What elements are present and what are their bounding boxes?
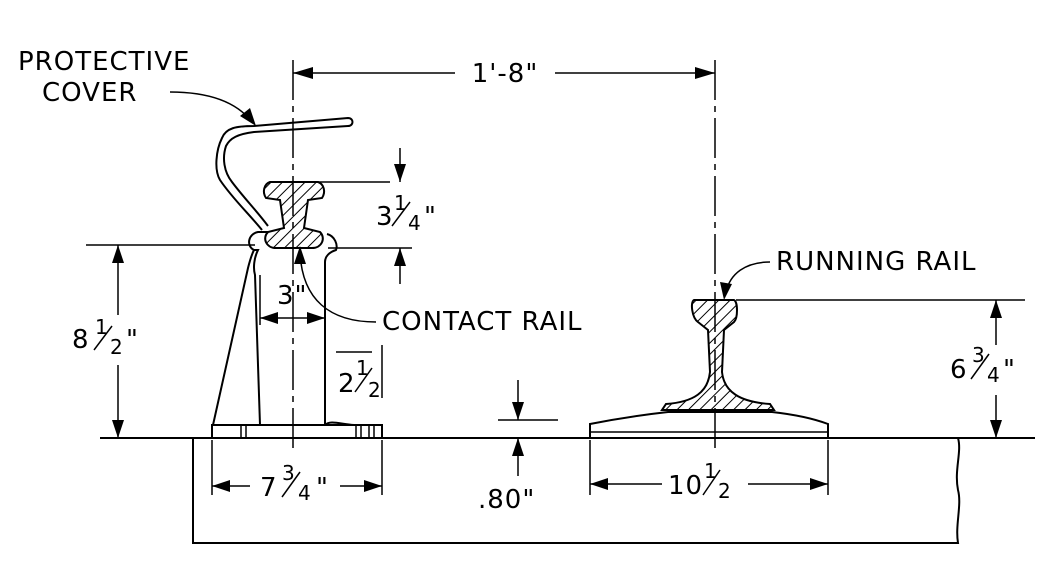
contact-rail-height-den: 4 bbox=[408, 211, 421, 235]
protective-cover-callout: PROTECTIVE COVER bbox=[18, 47, 256, 126]
running-rail-assembly bbox=[589, 299, 829, 438]
tie-plate-width-whole: 10 bbox=[668, 471, 703, 501]
tie-plate bbox=[589, 411, 829, 438]
gap-label: .80" bbox=[478, 485, 535, 515]
insulator-base-plate bbox=[211, 424, 383, 439]
tie-block bbox=[100, 437, 1035, 544]
base-width-den: 4 bbox=[298, 481, 311, 505]
insulator-height-den: 2 bbox=[110, 335, 123, 359]
base-offset-num: 1 bbox=[356, 356, 369, 380]
running-rail-height-den: 4 bbox=[987, 363, 1000, 387]
running-rail-height-whole: 6 bbox=[950, 355, 968, 385]
base-width-unit: " bbox=[316, 473, 329, 503]
base-offset-dimension: 2 1 2 bbox=[336, 345, 383, 402]
contact-rail-assembly bbox=[211, 116, 383, 439]
base-width-whole: 7 bbox=[260, 473, 278, 503]
contact-rail bbox=[262, 181, 326, 249]
protective-cover bbox=[215, 116, 354, 231]
insulator-height-whole: 8 bbox=[72, 325, 90, 355]
base-offset-den: 2 bbox=[368, 378, 381, 402]
contact-rail-height-unit: " bbox=[424, 202, 437, 232]
contact-rail-height-num: 1 bbox=[394, 191, 407, 215]
running-rail-height-dimension: 6 3 4 " bbox=[736, 299, 1025, 438]
contact-rail-width-dimension: 3" bbox=[259, 275, 325, 325]
running-rail-label: RUNNING RAIL bbox=[776, 247, 976, 277]
running-rail-height-num: 3 bbox=[972, 343, 985, 367]
running-rail bbox=[660, 299, 776, 411]
insulator-pedestal bbox=[212, 249, 261, 426]
tie-plate-width-den: 2 bbox=[718, 479, 731, 503]
running-rail-callout: RUNNING RAIL bbox=[720, 247, 976, 300]
base-width-num: 3 bbox=[282, 461, 295, 485]
contact-rail-height-dimension: 3 1 4 " bbox=[318, 148, 437, 284]
rail-spacing-dimension: 1'-8" bbox=[293, 59, 715, 89]
rail-spacing-label: 1'-8" bbox=[472, 59, 539, 89]
insulator-height-num: 1 bbox=[95, 315, 108, 339]
tie-plate-width-dimension: 10 1 2 bbox=[589, 440, 829, 503]
contact-rail-callout: CONTACT RAIL bbox=[294, 246, 583, 337]
gap-dimension: .80" bbox=[478, 380, 558, 515]
tie-plate-width-num: 1 bbox=[704, 459, 717, 483]
protective-cover-label-line2: COVER bbox=[42, 78, 137, 108]
base-width-dimension: 7 3 4 " bbox=[211, 440, 383, 505]
insulator-height-dimension: 8 1 2 " bbox=[72, 244, 255, 438]
contact-rail-height-whole: 3 bbox=[376, 202, 394, 232]
base-offset-whole: 2 bbox=[338, 369, 356, 399]
contact-rail-label: CONTACT RAIL bbox=[382, 307, 583, 337]
contact-rail-width-label: 3" bbox=[277, 281, 308, 311]
running-rail-height-unit: " bbox=[1003, 355, 1016, 385]
insulator-height-unit: " bbox=[126, 325, 139, 355]
protective-cover-label-line1: PROTECTIVE bbox=[18, 47, 190, 77]
